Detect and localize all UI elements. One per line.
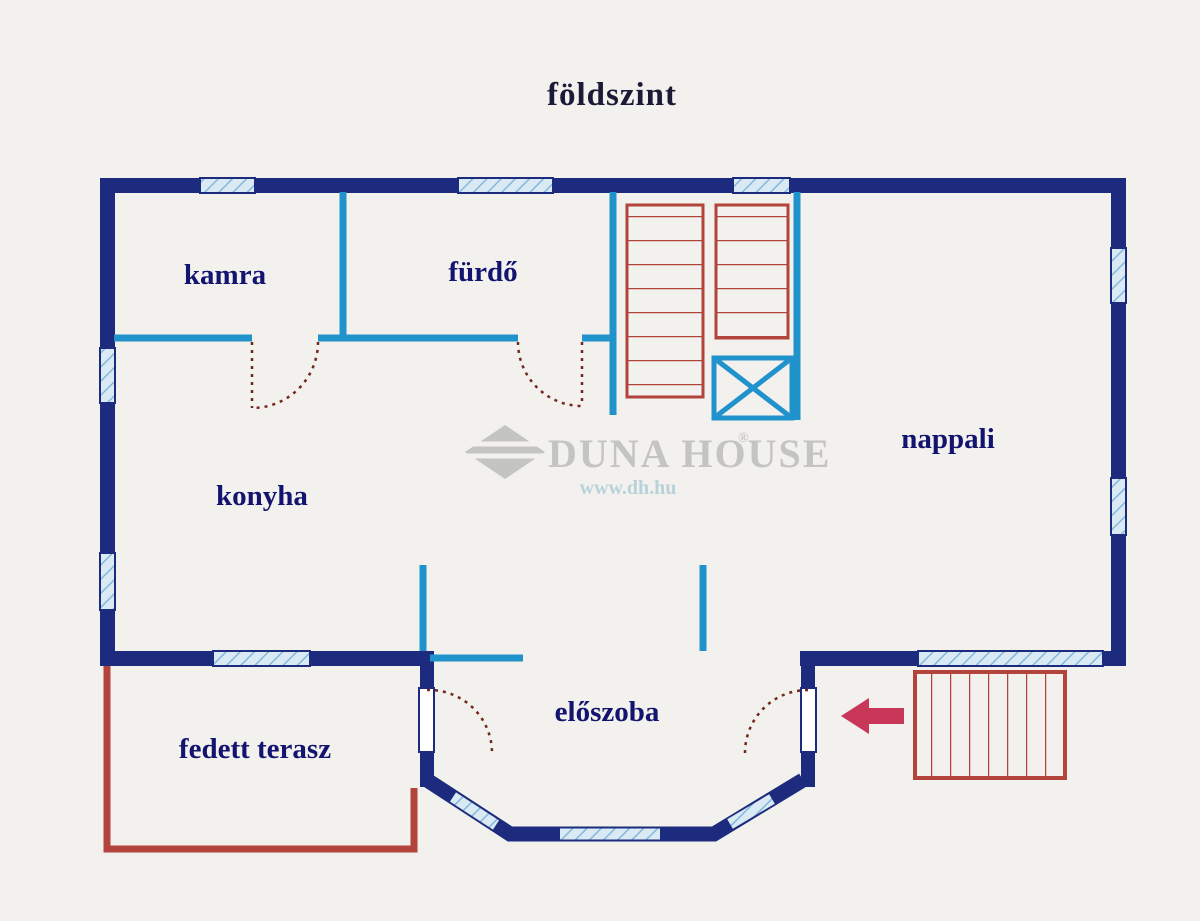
door-swing-arc: [743, 688, 809, 754]
bay-window-glass: [727, 794, 775, 829]
hall-right-wall-upper: [801, 651, 815, 689]
watermark-registered: ®: [738, 431, 749, 446]
interior-walls: [114, 192, 801, 662]
window-segment: [1110, 247, 1127, 304]
bay-window-glass: [449, 792, 500, 830]
shaft-x-box: [711, 355, 795, 421]
door-swing-arc: [426, 688, 494, 754]
door-arcs: [250, 341, 809, 754]
room-label-konyha: konyha: [216, 480, 308, 512]
window-segment: [99, 347, 116, 404]
window-segment: [917, 650, 1104, 667]
room-labels: kamra fürdő nappali konyha előszoba fede…: [179, 256, 995, 765]
room-label-eloszoba: előszoba: [555, 696, 660, 728]
window-segment: [199, 177, 256, 194]
entrance-arrow-icon: [841, 698, 904, 734]
window-segment: [457, 177, 554, 194]
room-label-nappali: nappali: [901, 423, 995, 455]
window-segment: [732, 177, 791, 194]
room-label-terasz: fedett terasz: [179, 733, 331, 765]
door-leaf: [418, 687, 435, 753]
staircase-run: [714, 203, 790, 340]
door-leaves: [418, 687, 817, 753]
door-swing-arc: [516, 341, 584, 408]
watermark: DUNA HOUSE ® www.dh.hu: [463, 425, 831, 499]
watermark-brand: DUNA HOUSE: [548, 431, 831, 476]
shaft-box: [711, 355, 795, 421]
wall-left: [100, 178, 115, 666]
entry-steps: [913, 670, 1067, 780]
bay-window-wall: [422, 773, 807, 842]
door-leaf: [800, 687, 817, 753]
window-segment: [1110, 477, 1127, 536]
room-label-furdo: fürdő: [448, 256, 517, 288]
hall-right-wall-lower: [801, 753, 815, 787]
wall-top: [100, 178, 1126, 193]
watermark-url: www.dh.hu: [580, 477, 677, 499]
window-segment: [212, 650, 311, 667]
logo-diamond: [465, 425, 545, 479]
shaft-diagonal: [712, 356, 794, 420]
room-label-kamra: kamra: [184, 259, 267, 291]
window-segment: [99, 552, 116, 611]
staircase-entry: [913, 670, 1067, 780]
door-swing-arc: [250, 341, 320, 410]
staircase-run: [625, 203, 705, 399]
plan-title: földszint: [547, 77, 677, 113]
terrace-outline: [103, 666, 418, 853]
windows: [99, 177, 1127, 840]
staircase-upper: [625, 203, 790, 399]
dunahouse-logo-icon: [463, 425, 547, 479]
